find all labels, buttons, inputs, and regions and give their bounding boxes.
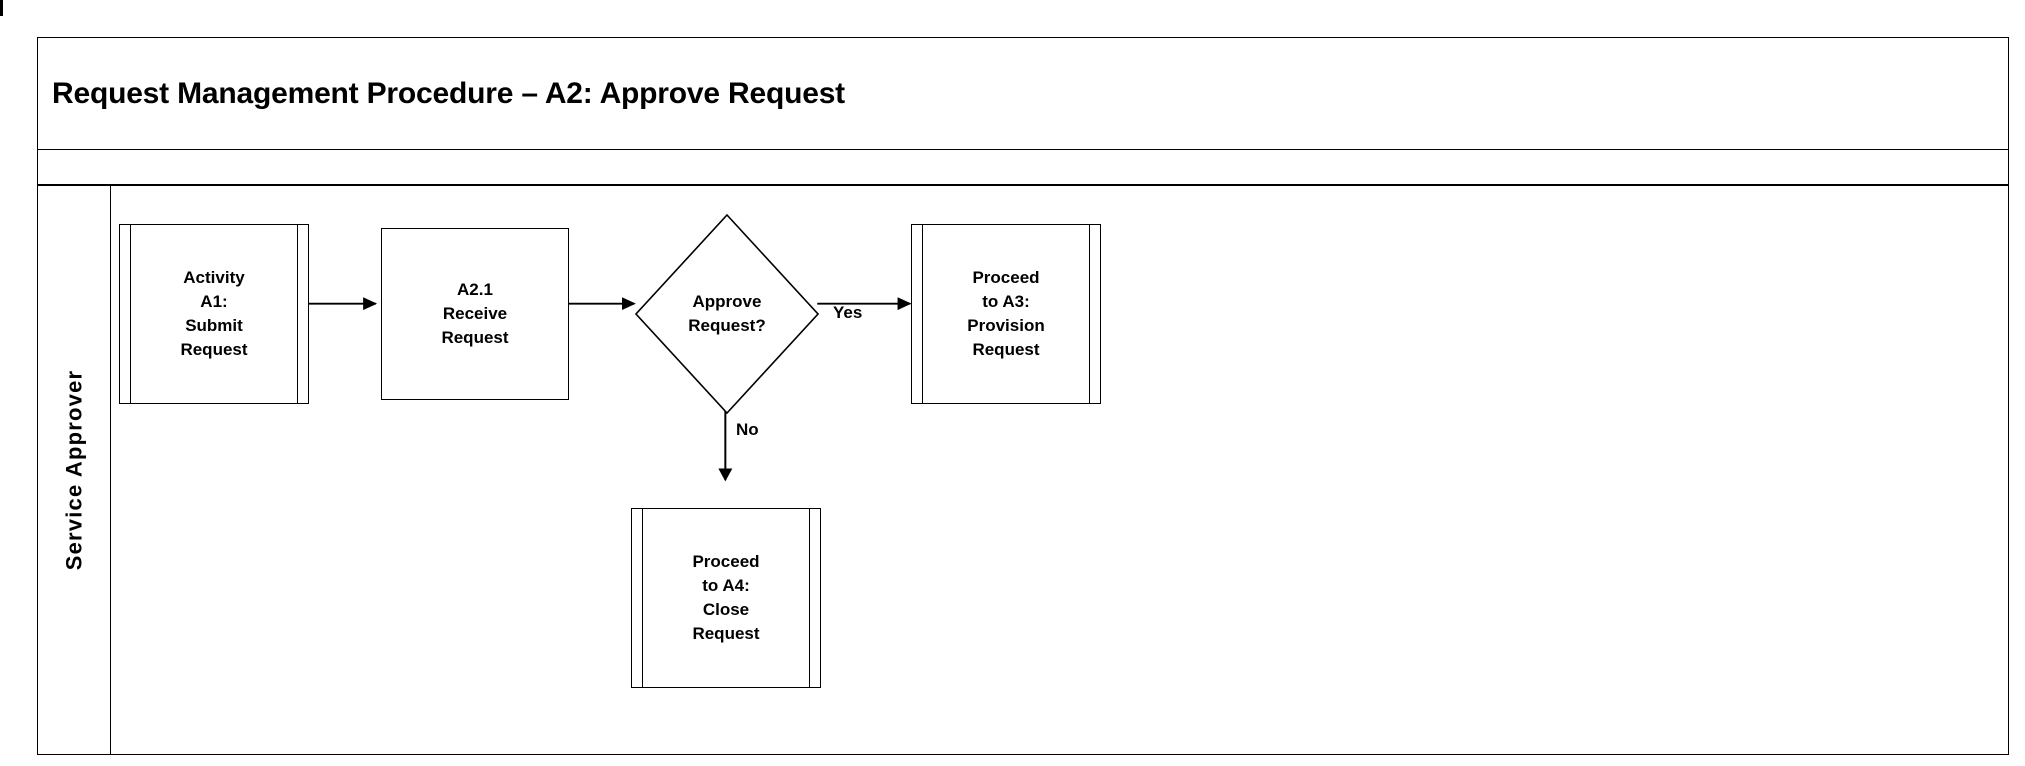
node-proceed-a4-close-request[interactable]: Proceed to A4: Close Request [631,508,821,688]
swimlane-area: Service Approver [38,186,2008,754]
page-title: Request Management Procedure – A2: Appro… [52,76,845,110]
swimlane-body: Activity A1: Submit Request A2.1 Receive… [111,186,2008,754]
page-edge-tick [0,0,3,16]
node-a2-1-receive-request[interactable]: A2.1 Receive Request [381,228,569,400]
swimlane-header: Service Approver [38,186,111,754]
node-activity-a1-label: Activity A1: Submit Request [180,267,248,360]
node-activity-a1[interactable]: Activity A1: Submit Request [119,224,309,404]
edge-label-yes: Yes [833,303,863,322]
node-proceed-a3-provision-request[interactable]: Proceed to A3: Provision Request [911,224,1101,404]
flowchart-canvas: Activity A1: Submit Request A2.1 Receive… [111,186,2008,754]
subtitle-band [38,150,2008,186]
title-band: Request Management Procedure – A2: Appro… [38,38,2008,150]
edge-label-no: No [736,420,759,439]
node-decision-label: Approve Request? [688,291,766,335]
node-proceed-a3-label: Proceed to A3: Provision Request [967,267,1045,360]
node-a2-1-label: A2.1 Receive Request [441,279,509,348]
node-proceed-a4-label: Proceed to A4: Close Request [692,551,760,644]
document-frame: Request Management Procedure – A2: Appro… [37,37,2009,755]
node-decision-approve-request[interactable]: Approve Request? [635,214,819,414]
swimlane-label-service-approver: Service Approver [61,369,86,571]
